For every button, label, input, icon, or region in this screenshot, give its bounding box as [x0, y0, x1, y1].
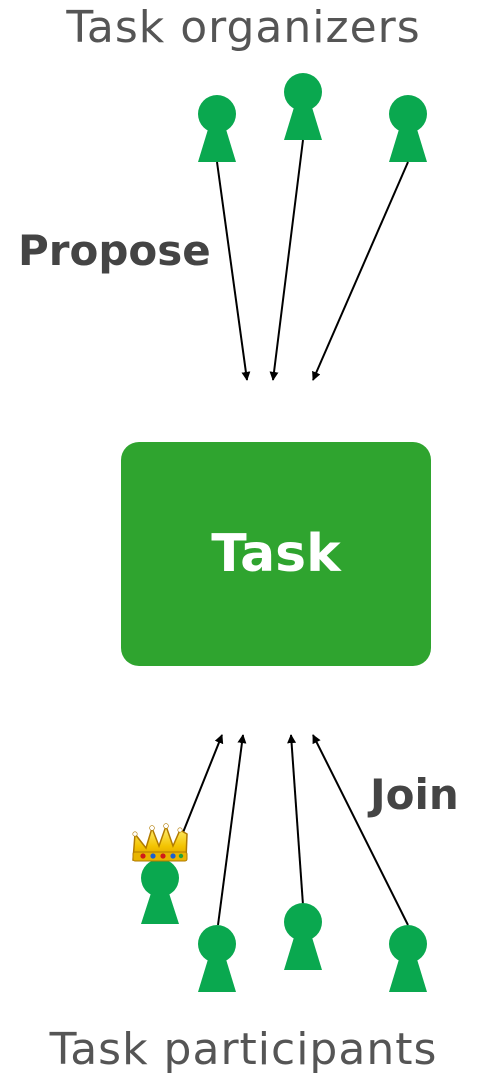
join-arrow-1: [179, 734, 224, 841]
join-arrow-3: [287, 734, 304, 906]
participant-person-2: [198, 925, 236, 992]
organizers-title: Task organizers: [66, 2, 421, 53]
propose-arrow-1: [216, 161, 251, 381]
participant-person-3: [284, 903, 322, 970]
participants-title: Task participants: [49, 1024, 438, 1075]
crown-icon: [132, 823, 188, 862]
participant-person-4: [389, 925, 427, 992]
participant-person-leader: [141, 859, 179, 924]
organizer-person-3: [389, 95, 427, 162]
join-label: Join: [370, 770, 459, 819]
propose-arrow-2: [269, 139, 304, 381]
task-box: Task: [121, 442, 431, 666]
organizer-person-1: [198, 95, 236, 162]
join-arrow-4: [312, 734, 409, 926]
task-label: Task: [211, 524, 341, 584]
join-arrow-2: [217, 734, 247, 926]
organizer-person-2: [284, 73, 322, 140]
propose-arrow-3: [312, 161, 409, 381]
propose-label: Propose: [18, 226, 211, 275]
